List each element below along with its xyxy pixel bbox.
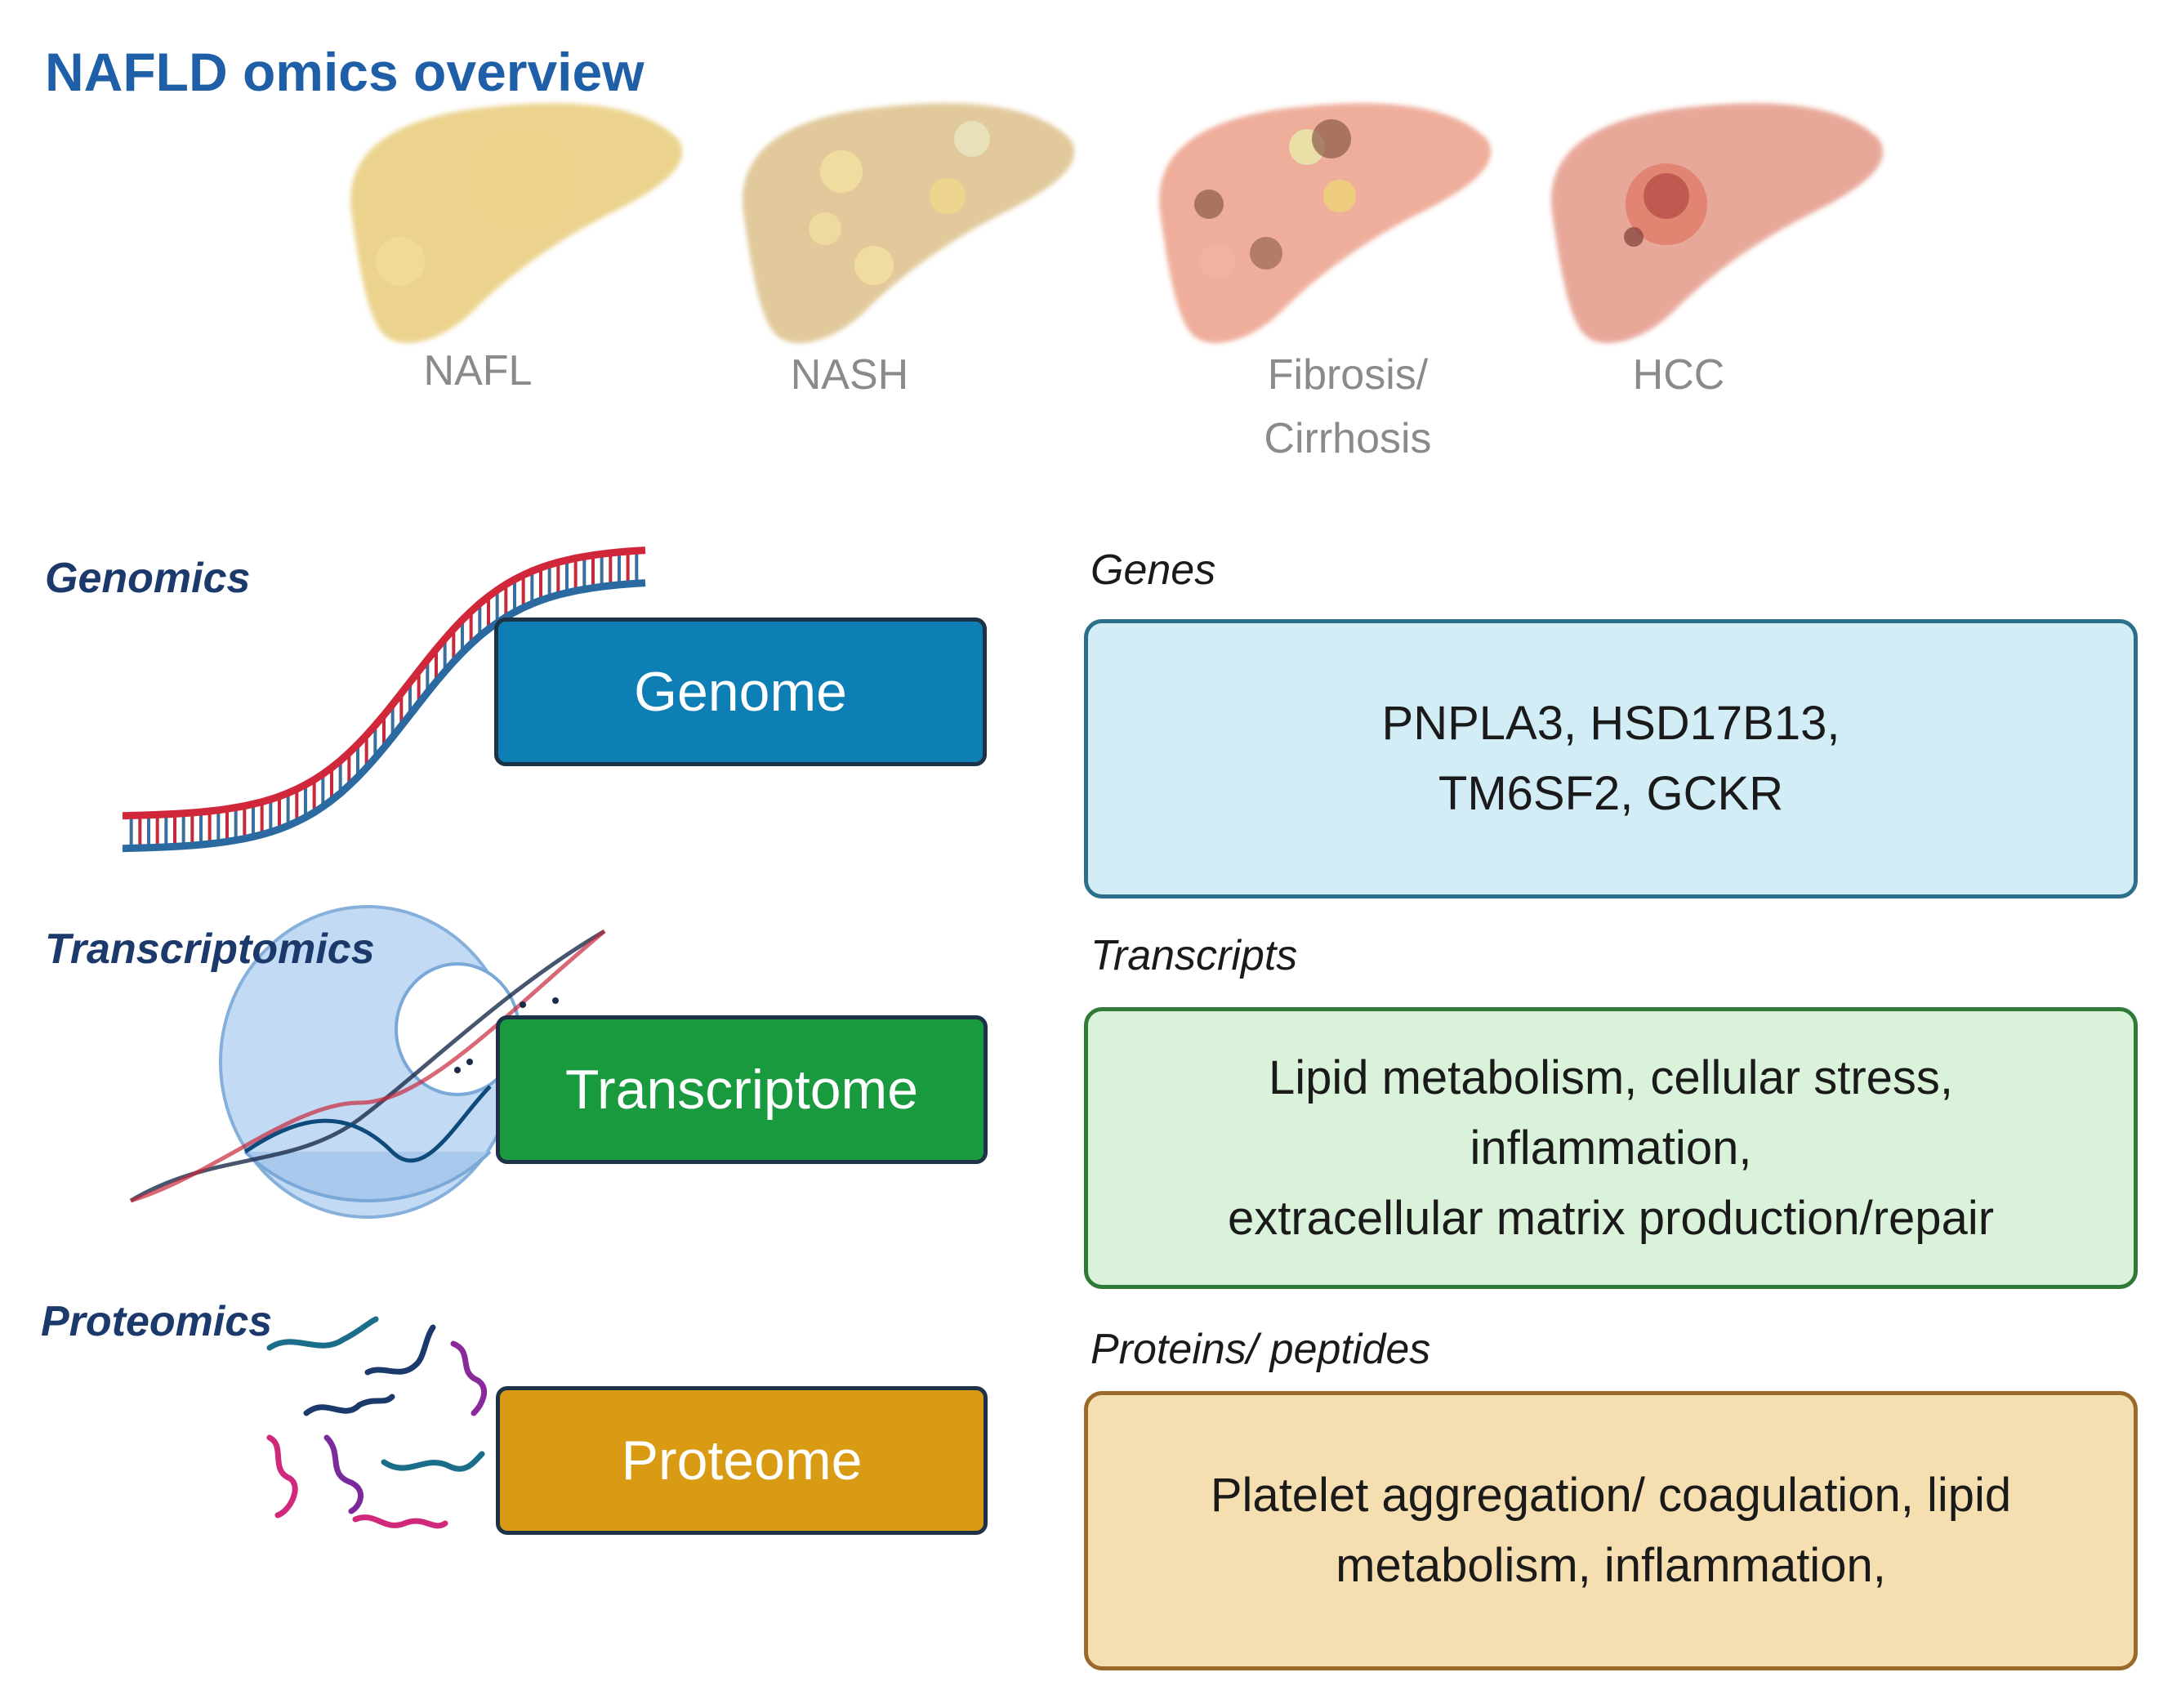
genes-detail-box: PNPLA3, HSD17B13, TM6SF2, GCKR [1084, 619, 2138, 899]
omics-label-proteomics: Proteomics [41, 1298, 273, 1345]
proteins-detail-box: Platelet aggregation/ coagulation, lipid… [1084, 1391, 2138, 1670]
stage-label-nash: NASH [790, 351, 909, 399]
transcripts-detail-text: Lipid metabolism, cellular stress, infla… [1227, 1050, 1995, 1245]
stage-label-fibrosis-cirrhosis: Fibrosis/ Cirrhosis [1264, 351, 1432, 462]
stage-label-hcc: HCC [1632, 351, 1725, 399]
diagram-title: NAFLD omics overview [45, 42, 644, 102]
category-label-transcripts: Transcripts [1090, 932, 1298, 979]
liver-nash-icon [743, 103, 1075, 344]
liver-stages-illustration [350, 103, 1884, 344]
peptide-strands-icon [266, 1316, 488, 1529]
liver-hcc-icon [1551, 103, 1884, 344]
proteome-box-label: Proteome [621, 1429, 863, 1492]
genome-box-label: Genome [634, 661, 847, 723]
proteome-box: Proteome [496, 1386, 988, 1535]
transcripts-detail-box: Lipid metabolism, cellular stress, infla… [1084, 1007, 2138, 1289]
omics-label-genomics: Genomics [45, 555, 251, 602]
ribosome-mrna-icon [129, 905, 606, 1219]
genes-detail-text: PNPLA3, HSD17B13, TM6SF2, GCKR [1381, 697, 1840, 820]
category-label-proteins-peptides: Proteins/ peptides [1090, 1326, 1431, 1373]
omics-illustrations [122, 546, 646, 1529]
proteins-detail-text: Platelet aggregation/ coagulation, lipid… [1210, 1469, 2012, 1592]
omics-label-transcriptomics: Transcriptomics [45, 925, 375, 973]
liver-fibrosis-icon [1159, 103, 1492, 344]
transcriptome-box: Transcriptome [496, 1015, 988, 1164]
dna-double-helix-icon [122, 546, 646, 853]
stage-label-nafl: NAFL [423, 347, 533, 395]
liver-nafl-icon [350, 103, 683, 344]
genome-box: Genome [494, 618, 987, 766]
category-label-genes: Genes [1090, 546, 1216, 594]
transcriptome-box-label: Transcriptome [564, 1059, 919, 1121]
